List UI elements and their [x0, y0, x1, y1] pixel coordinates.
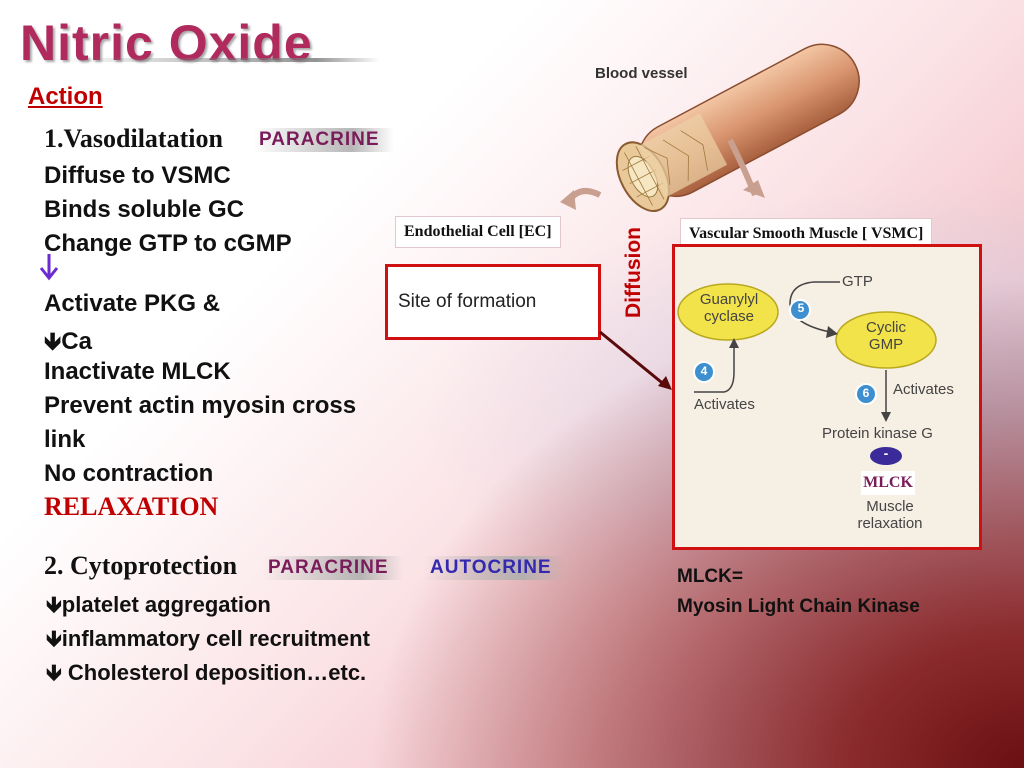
inhibit-minus-sign: - [883, 445, 889, 461]
point1-line: Change GTP to cGMP [44, 230, 292, 257]
mlck-label: MLCK [861, 471, 915, 495]
point1-heading: 1.Vasodilatation [44, 124, 223, 153]
point1-line: Activate PKG & [44, 290, 221, 317]
activates-label-6: Activates [893, 381, 954, 398]
section-heading: Action [28, 83, 103, 110]
point1-line: Diffuse to VSMC [44, 162, 231, 189]
muscle-relaxation-line: relaxation [857, 515, 923, 532]
down-arrow-icon [39, 254, 59, 281]
down-arrow-icon: 🡻 [46, 592, 62, 617]
diffusion-arrow-icon [599, 330, 672, 390]
point2-heading: 2. Cytoprotection [44, 551, 238, 580]
point1-line-ca: 🡻Ca [44, 324, 92, 365]
relaxation-label: RELAXATION [44, 492, 219, 521]
point1-line: No contraction [44, 460, 214, 487]
mlck-footnote-line1: MLCK= [677, 566, 743, 587]
cgmp-label-line: Cyclic [866, 319, 906, 336]
blood-vessel-label: Blood vessel [595, 65, 688, 82]
gc-label-line: cyclase [703, 308, 755, 325]
point2-item-text: inflammatory cell recruitment [61, 626, 370, 651]
down-arrow-icon: 🡻 [46, 660, 62, 685]
diffusion-label: Diffusion [622, 227, 645, 318]
cyclic-gmp-label: Cyclic GMP [855, 319, 917, 353]
slide-title: Nitric Oxide [20, 15, 313, 71]
point1-line: Ca [61, 328, 92, 355]
step-6-badge: 6 [862, 386, 870, 400]
down-arrow-icon: 🡻 [44, 328, 62, 355]
gc-label-line: Guanylyl [699, 291, 759, 308]
site-of-formation-label: Site of formation [398, 291, 537, 312]
point1-line: Prevent actin myosin cross [44, 392, 357, 419]
protein-kinase-g-label: Protein kinase G [822, 425, 933, 442]
point2-item-text: platelet aggregation [61, 592, 271, 617]
guanylyl-cyclase-label: Guanylyl cyclase [694, 291, 764, 325]
point2-item: 🡻inflammatory cell recruitment [46, 622, 370, 660]
paracrine-tag: PARACRINE [262, 556, 403, 580]
point2-item: 🡻 Cholesterol deposition…etc. [46, 656, 366, 694]
point2-item: 🡻platelet aggregation [46, 588, 271, 626]
gtp-label: GTP [842, 273, 873, 290]
point1-line: link [44, 426, 86, 453]
cgmp-label-line: GMP [868, 336, 904, 353]
point1-line: Inactivate MLCK [44, 358, 231, 385]
muscle-relaxation-label: Muscle relaxation [845, 498, 935, 532]
site-of-formation-box [385, 264, 601, 340]
activates-label-4: Activates [694, 396, 755, 413]
autocrine-tag: AUTOCRINE [424, 556, 566, 580]
muscle-relaxation-line: Muscle [866, 498, 914, 515]
point1-line: Binds soluble GC [44, 196, 245, 223]
cgmp-pathway-diagram [677, 281, 937, 465]
step-4-badge: 4 [700, 364, 708, 378]
step-5-badge: 5 [797, 301, 805, 315]
ec-label: Endothelial Cell [EC] [395, 216, 561, 248]
title-underline [60, 58, 380, 62]
point2-item-text: Cholesterol deposition…etc. [61, 660, 367, 685]
blood-vessel-illustration [560, 43, 860, 212]
down-arrow-icon: 🡻 [46, 626, 62, 651]
paracrine-tag: PARACRINE [253, 128, 394, 152]
mlck-footnote-line2: Myosin Light Chain Kinase [677, 596, 920, 617]
